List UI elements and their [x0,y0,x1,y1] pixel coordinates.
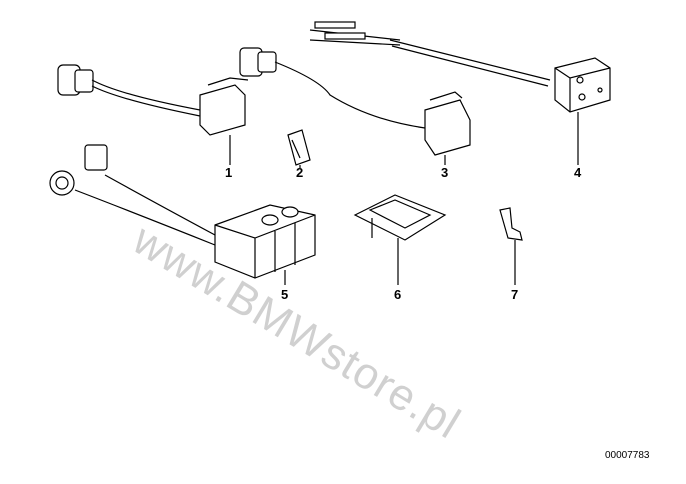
part-4-drawing [309,21,611,165]
part-6-drawing [353,194,447,285]
part-label-3[interactable]: 3 [441,165,449,180]
part-label-2[interactable]: 2 [296,165,304,180]
part-7-drawing [499,207,523,285]
part-label-1[interactable]: 1 [225,165,233,180]
part-label-6[interactable]: 6 [394,287,402,302]
part-3-drawing [239,47,471,165]
part-label-4[interactable]: 4 [574,165,582,180]
part-2-drawing [287,129,311,168]
part-label-5[interactable]: 5 [281,287,289,302]
diagram-code: 00007783 [605,450,650,461]
part-5-drawing [49,144,316,285]
part-1-drawing [57,64,249,165]
part-label-7[interactable]: 7 [511,287,519,302]
